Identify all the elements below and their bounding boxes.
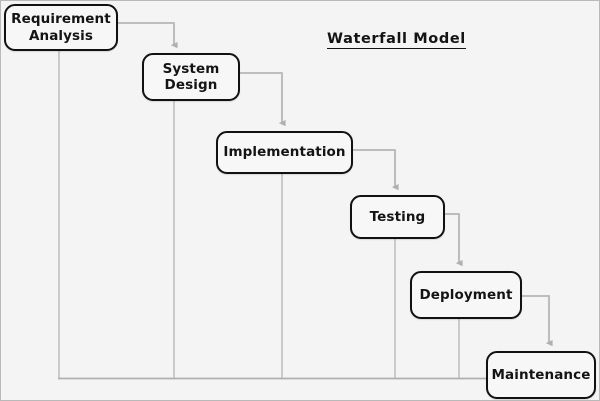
arrow-requirement-to-design	[118, 21, 178, 49]
node-label: Testing	[369, 208, 426, 225]
arrow-design-to-implementation	[240, 71, 286, 127]
node-label-line2: Design	[164, 77, 218, 93]
node-label-line1: Requirement	[11, 11, 111, 28]
node-label: Implementation	[223, 144, 346, 161]
node-maintenance[interactable]: Maintenance	[486, 351, 596, 399]
node-deployment[interactable]: Deployment	[410, 271, 522, 319]
node-label-line2: Analysis	[28, 27, 94, 44]
node-label: Maintenance	[491, 366, 591, 383]
arrow-deployment-to-maintenance	[522, 294, 553, 347]
arrow-testing-to-deployment	[445, 212, 463, 267]
node-label-line1: System	[162, 60, 220, 77]
node-testing[interactable]: Testing	[350, 195, 445, 239]
node-requirement-analysis[interactable]: Requirement Analysis	[4, 4, 118, 51]
node-system-design[interactable]: System Design	[142, 53, 240, 101]
node-label: Deployment	[419, 286, 513, 303]
page-title: Waterfall Model	[327, 31, 466, 49]
arrow-implementation-to-testing	[353, 148, 399, 191]
node-implementation[interactable]: Implementation	[216, 131, 353, 174]
